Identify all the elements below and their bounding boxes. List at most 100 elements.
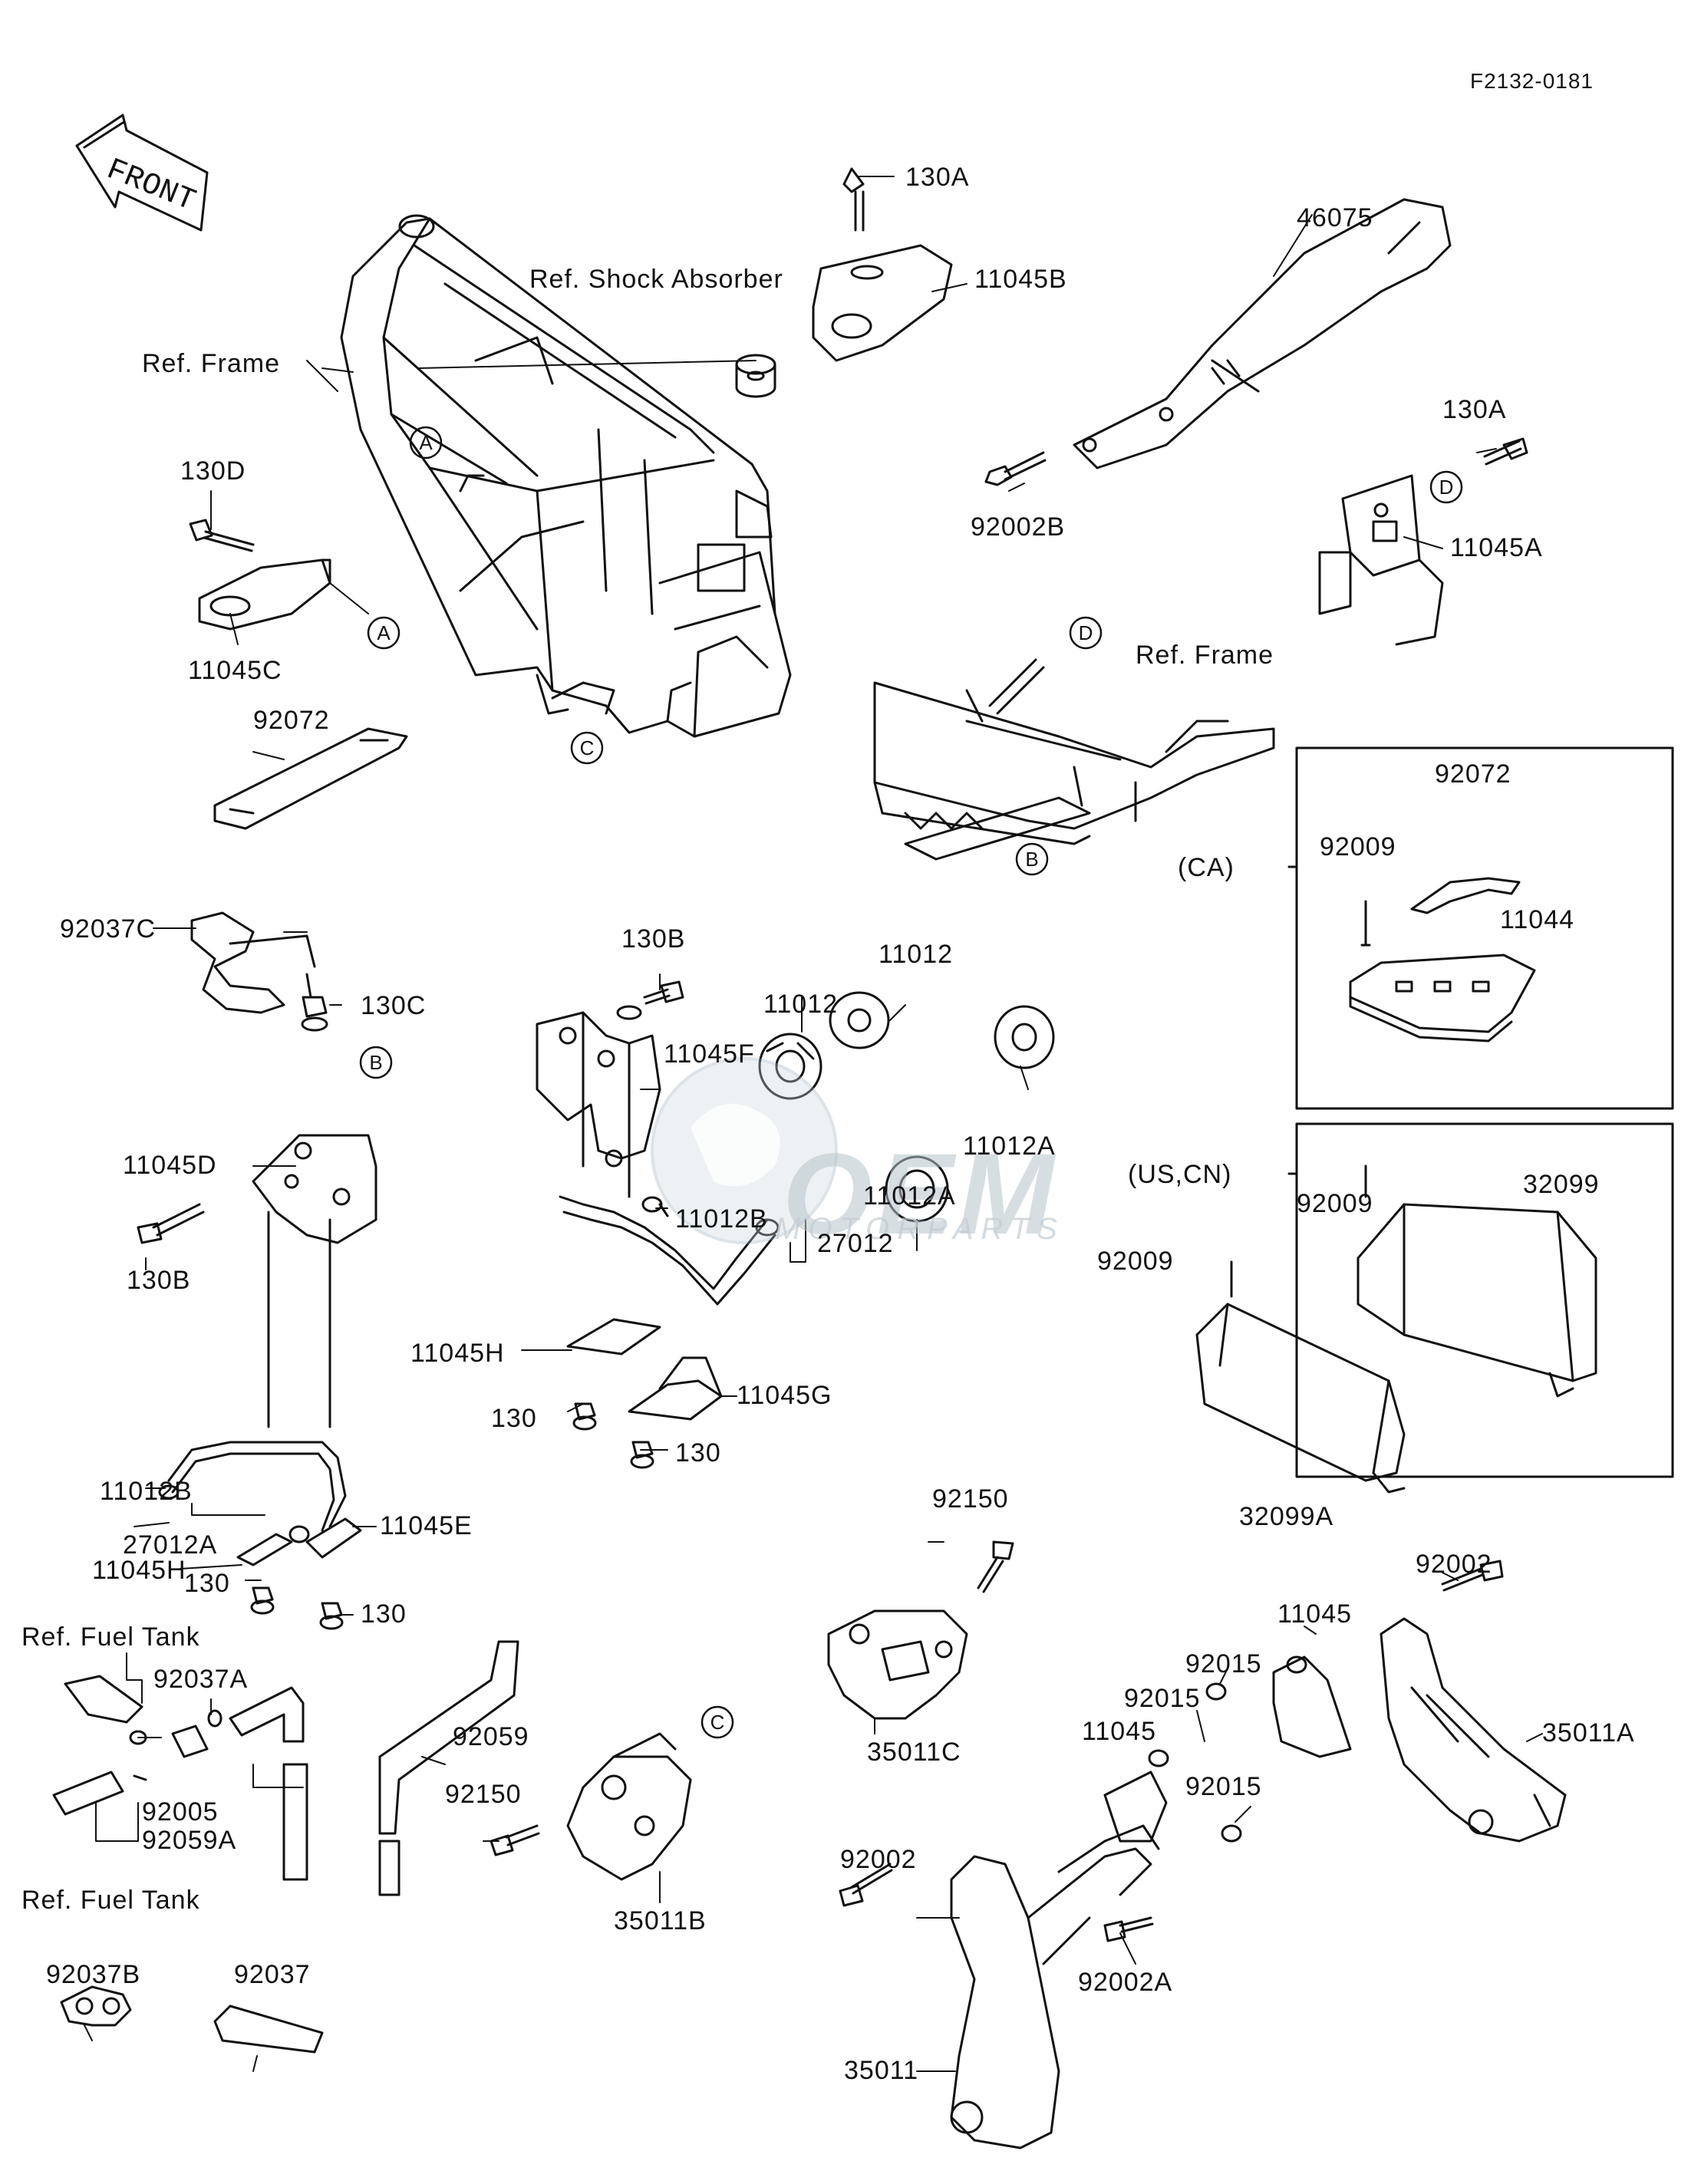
part-label: 11045E — [380, 1511, 473, 1540]
marker-c-guard: C — [710, 1711, 725, 1734]
part-label: 11012A — [963, 1132, 1056, 1161]
ref-fuel-tank-bottom: Ref. Fuel Tank — [21, 1886, 200, 1915]
brackets-11045h-e-left — [238, 1519, 361, 1629]
part-label: 92015 — [1185, 1772, 1262, 1801]
part-label: 11012 — [763, 990, 839, 1019]
circle-markers — [361, 427, 1462, 1738]
part-label: 130 — [491, 1404, 537, 1433]
drawing-code: F2132-0181 — [1469, 69, 1594, 93]
part-label: 92002A — [1078, 1968, 1173, 1997]
part-label: 11045G — [737, 1381, 832, 1410]
part-label: 92037C — [60, 914, 157, 944]
part-label: 92037B — [46, 1960, 141, 1989]
guard-35011b — [491, 1734, 691, 1879]
part-label: 92037 — [234, 1960, 311, 1989]
part-label: 32099 — [1523, 1170, 1600, 1199]
clamp-92037c — [192, 913, 327, 1030]
part-label: 35011B — [614, 1906, 707, 1935]
front-arrow-icon: FRONT — [77, 115, 207, 230]
marker-c-frame: C — [580, 736, 595, 759]
part-label: 11045H — [410, 1339, 505, 1368]
marker-d-bracket: D — [1439, 476, 1454, 499]
part-label: 11045B — [974, 265, 1067, 294]
shock-bracket-11045b — [737, 169, 951, 397]
part-label: 92059 — [453, 1722, 529, 1751]
part-label: 92150 — [445, 1780, 522, 1809]
sub-frame-drawing — [875, 660, 1274, 859]
part-label: 11045 — [1277, 1599, 1353, 1629]
ref-fuel-tank-top: Ref. Fuel Tank — [21, 1622, 200, 1652]
part-label: 35011 — [844, 2056, 919, 2085]
region-us-cn-label: (US,CN) — [1128, 1160, 1232, 1189]
part-label: 92059A — [142, 1826, 237, 1855]
marker-b-subframe: B — [1025, 848, 1038, 871]
part-label: 11012A — [863, 1181, 956, 1211]
part-label: 92009 — [1297, 1189, 1373, 1218]
part-label: 35011A — [1542, 1718, 1635, 1748]
part-label: 32099A — [1239, 1502, 1334, 1531]
part-label: 92005 — [142, 1797, 219, 1827]
region-ca-label: (CA) — [1178, 853, 1235, 882]
leader-lines — [84, 176, 1542, 2071]
part-label: 92150 — [932, 1484, 1009, 1514]
part-label: 92072 — [253, 706, 330, 735]
part-label: 130B — [621, 924, 686, 954]
ref-frame-main: Ref. Frame — [142, 349, 281, 378]
bracket-11045c — [190, 520, 330, 629]
brackets-11045g-h-mid — [568, 1319, 721, 1468]
part-label: 130B — [127, 1266, 191, 1295]
bracket-11045a — [1320, 439, 1527, 644]
marker-b-bracket: B — [369, 1051, 382, 1074]
part-label: 92009 — [1320, 832, 1396, 861]
part-label: 27012 — [817, 1229, 894, 1258]
footrest-35011 — [840, 1772, 1166, 2148]
ca-box — [1289, 748, 1673, 1108]
part-label: 11045F — [664, 1039, 755, 1069]
part-label: 130C — [361, 991, 427, 1020]
harness-27012 — [560, 1197, 778, 1304]
watermark-subtitle: MOTORPARTS — [775, 1212, 1065, 1246]
part-label: 11044 — [1500, 905, 1575, 934]
part-label: 130A — [1442, 395, 1507, 424]
watermark-brand: OEM — [783, 1129, 1059, 1258]
part-label: 92037A — [153, 1665, 249, 1694]
bolt-92002b — [986, 453, 1045, 485]
part-label: 11012 — [879, 940, 954, 969]
us-cn-box — [1289, 1124, 1673, 1477]
part-label: 130 — [184, 1569, 230, 1598]
part-label: 11045C — [188, 656, 282, 685]
part-label: 35011C — [867, 1738, 961, 1767]
footrest-35011a — [1149, 1561, 1565, 1841]
main-frame-drawing — [341, 216, 790, 736]
part-label: 130 — [361, 1599, 407, 1629]
part-label: 92072 — [1435, 759, 1511, 789]
bracket-11045d — [138, 1135, 376, 1427]
grab-rail-46075 — [1074, 199, 1450, 468]
part-label: 130 — [675, 1438, 721, 1468]
part-label: 92009 — [1097, 1247, 1174, 1276]
part-label: 92002B — [971, 512, 1066, 542]
marker-a-bracket: A — [377, 621, 391, 644]
part-label: 92002 — [840, 1845, 917, 1874]
hose-92059 — [380, 1642, 518, 1895]
fuel-hoses — [54, 1676, 307, 1879]
bracket-11045f — [537, 982, 683, 1197]
part-label: 130A — [905, 163, 970, 192]
marker-a-frame: A — [419, 431, 433, 454]
bracket-35011c — [829, 1542, 1013, 1718]
part-label: 11012B — [675, 1204, 768, 1234]
part-label: 46075 — [1297, 203, 1373, 232]
part-label: 92002 — [1416, 1550, 1492, 1579]
part-label: 92015 — [1124, 1684, 1201, 1713]
harness-27012a — [160, 1442, 345, 1542]
front-label: FRONT — [101, 153, 199, 219]
ref-frame-sub: Ref. Frame — [1136, 641, 1274, 670]
part-label: 11045 — [1082, 1717, 1157, 1746]
part-label: 92015 — [1185, 1649, 1262, 1678]
strap-92072 — [215, 729, 407, 828]
part-label: 11045D — [123, 1151, 217, 1180]
marker-d-subframe: D — [1079, 621, 1093, 644]
clamps-92037 — [61, 1987, 322, 2052]
watermark-globe-icon — [644, 1020, 1120, 1296]
